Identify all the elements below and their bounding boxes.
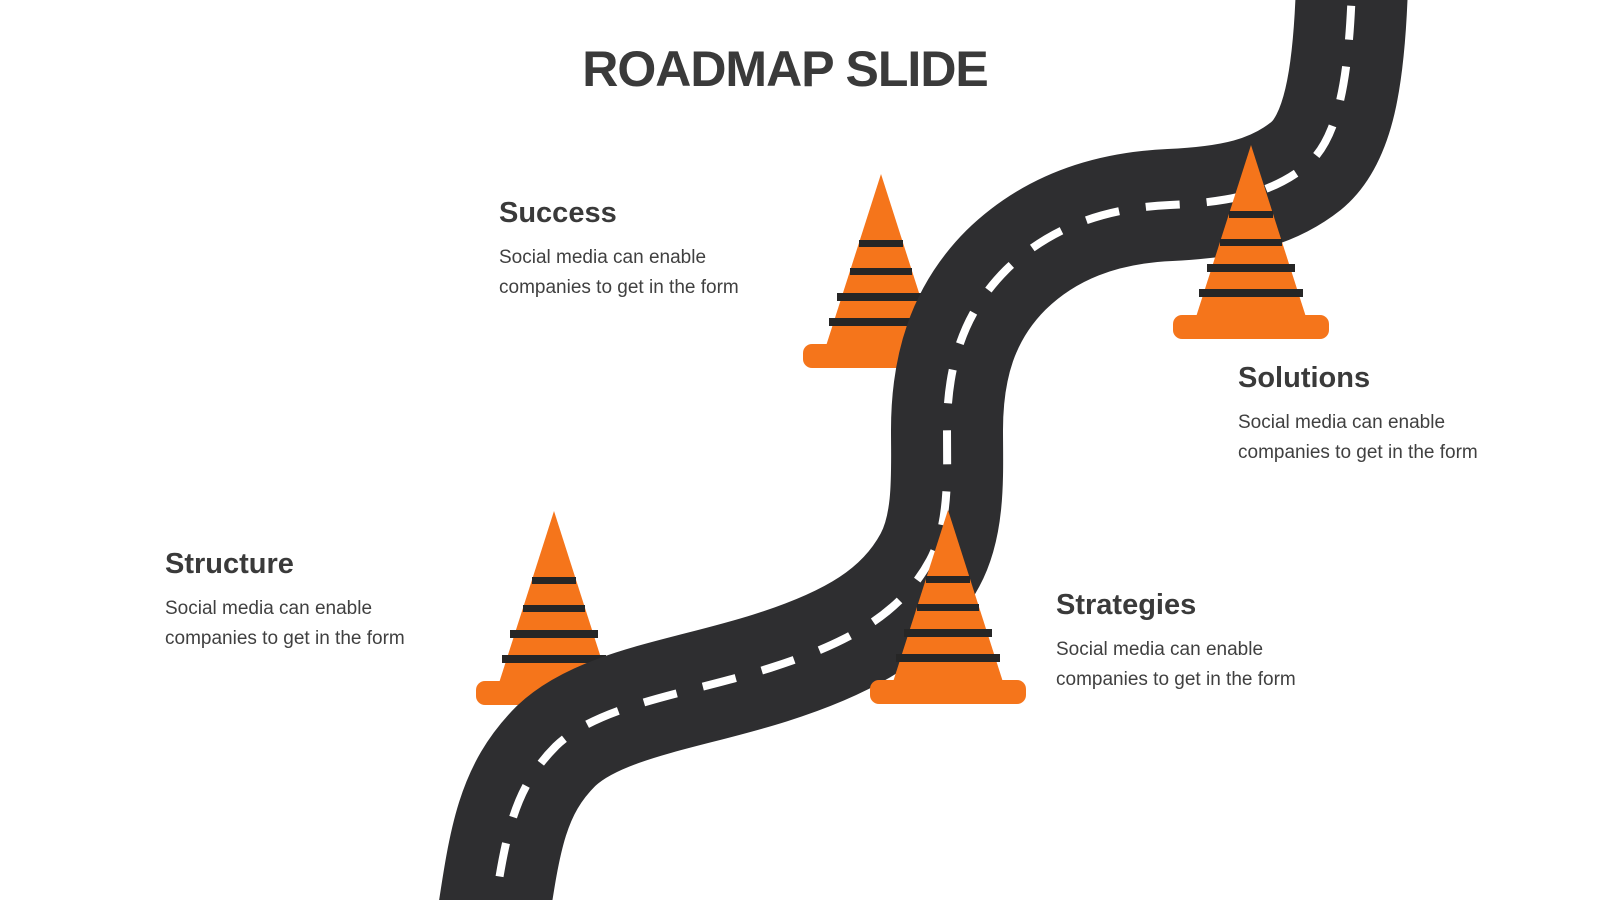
milestone-structure-title: Structure xyxy=(165,548,294,580)
milestone-success: Success Social media can enable companie… xyxy=(499,196,739,303)
milestone-success-title: Success xyxy=(499,197,617,229)
milestone-solutions: Solutions Social media can enable compan… xyxy=(1238,361,1478,468)
milestone-success-description: Social media can enable companies to get… xyxy=(499,246,739,298)
road-center-line xyxy=(491,0,1356,900)
milestone-strategies-title: Strategies xyxy=(1056,589,1197,621)
milestone-strategies-description: Social media can enable companies to get… xyxy=(1056,638,1296,690)
winding-road-graphic xyxy=(439,0,1408,900)
milestone-structure: Structure Social media can enable compan… xyxy=(165,547,405,654)
traffic-cone-strategies-icon xyxy=(870,510,1026,704)
traffic-cone-solutions-icon xyxy=(1173,145,1329,339)
road-path xyxy=(439,0,1408,900)
milestone-solutions-description: Social media can enable companies to get… xyxy=(1238,411,1478,463)
milestone-solutions-title: Solutions xyxy=(1238,362,1371,394)
milestone-structure-description: Social media can enable companies to get… xyxy=(165,597,405,649)
milestone-strategies: Strategies Social media can enable compa… xyxy=(1056,588,1296,695)
page-title: ROADMAP SLIDE xyxy=(582,41,989,97)
